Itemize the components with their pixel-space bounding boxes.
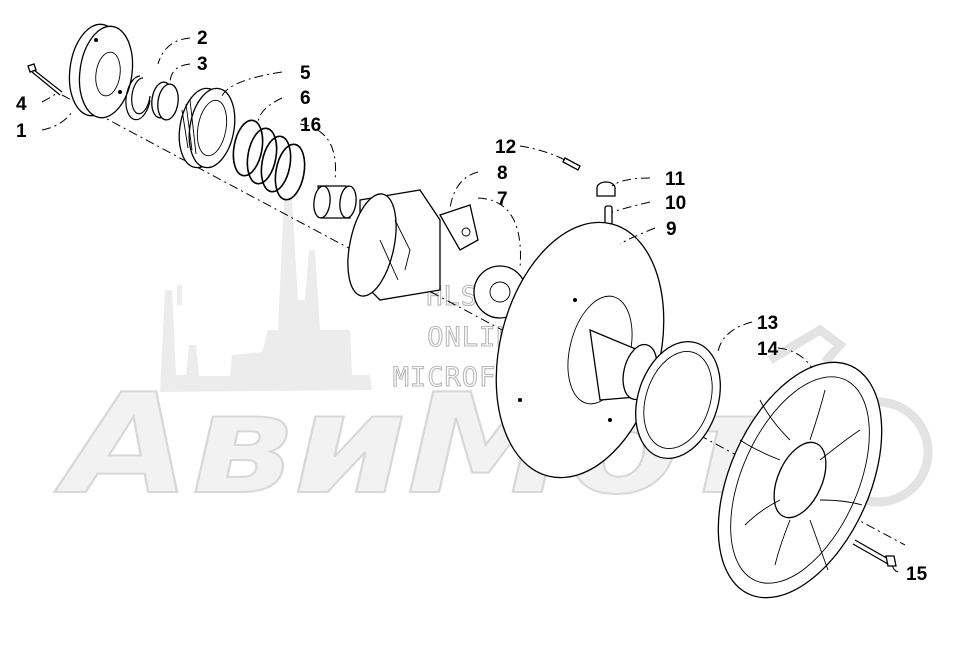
callout-10[interactable]: 10 <box>665 193 686 214</box>
part-16-sleeve[interactable] <box>312 185 357 219</box>
part-2-snap-ring[interactable] <box>125 75 151 121</box>
part-13-spacer-ring[interactable] <box>621 331 734 470</box>
callout-16[interactable]: 16 <box>300 115 321 136</box>
callout-12[interactable]: 12 <box>495 137 516 158</box>
callout-14[interactable]: 14 <box>757 339 779 360</box>
part-14-fan-cover[interactable] <box>685 337 915 622</box>
part-1-cover-plate[interactable] <box>64 21 138 121</box>
callout-9[interactable]: 9 <box>666 219 677 240</box>
part-15-screw[interactable] <box>852 539 897 567</box>
callout-15[interactable]: 15 <box>906 564 928 585</box>
center-axis <box>61 94 906 546</box>
callout-5[interactable]: 5 <box>300 63 311 84</box>
part-5-spider-ring[interactable] <box>173 85 240 171</box>
callouts: 2 3 4 1 5 6 16 12 8 7 11 10 9 13 14 15 <box>16 28 928 585</box>
callout-4[interactable]: 4 <box>16 94 27 115</box>
callout-2[interactable]: 2 <box>197 28 208 49</box>
callout-8[interactable]: 8 <box>497 163 508 184</box>
part-4-screw[interactable] <box>27 63 63 96</box>
part-3-bushing[interactable] <box>150 81 181 121</box>
callout-13[interactable]: 13 <box>757 313 778 334</box>
part-12-pin[interactable] <box>562 157 581 171</box>
part-6-spring[interactable] <box>229 118 308 202</box>
callout-11[interactable]: 11 <box>665 169 686 190</box>
callout-7[interactable]: 7 <box>497 189 508 210</box>
callout-1[interactable]: 1 <box>16 121 27 142</box>
watermark-skyline <box>160 200 372 392</box>
leader-lines <box>41 37 899 573</box>
callout-6[interactable]: 6 <box>300 88 311 109</box>
part-11-nut[interactable] <box>596 181 616 197</box>
callout-3[interactable]: 3 <box>197 54 208 75</box>
part-8-sheave-housing[interactable] <box>340 189 479 301</box>
